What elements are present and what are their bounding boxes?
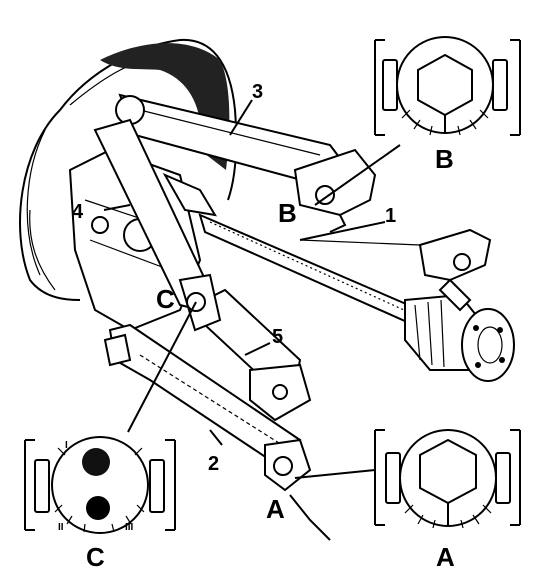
inset-b-label: B [435,144,454,174]
inset-c-label: C [86,542,105,572]
callout-4: 4 [72,201,84,223]
eccentric-bolt-a [273,456,293,476]
callout-5: 5 [272,326,283,348]
toe-link [204,288,312,422]
disc-shaded-face [100,43,230,170]
mount-bracket-b [293,148,377,233]
svg-text:III: III [125,522,134,533]
diff-mount [418,228,492,312]
output-flange [461,308,515,382]
callout-2: 2 [208,453,219,475]
svg-text:I: I [65,440,68,451]
inset-c: II III I [24,436,176,534]
inset-a-label: A [436,542,455,572]
callout-3: 3 [252,81,263,103]
callout-b: B [278,198,297,228]
eccentric-cam-icon [82,448,110,476]
callout-a: A [266,494,285,524]
hex-nut-icon [419,438,477,505]
callout-c: C [156,284,175,314]
callout-1: 1 [385,205,396,227]
svg-text:II: II [58,522,64,533]
inset-b [374,36,521,136]
drive-shaft [162,172,515,382]
leader-lines [103,99,421,479]
inset-a [374,429,521,529]
